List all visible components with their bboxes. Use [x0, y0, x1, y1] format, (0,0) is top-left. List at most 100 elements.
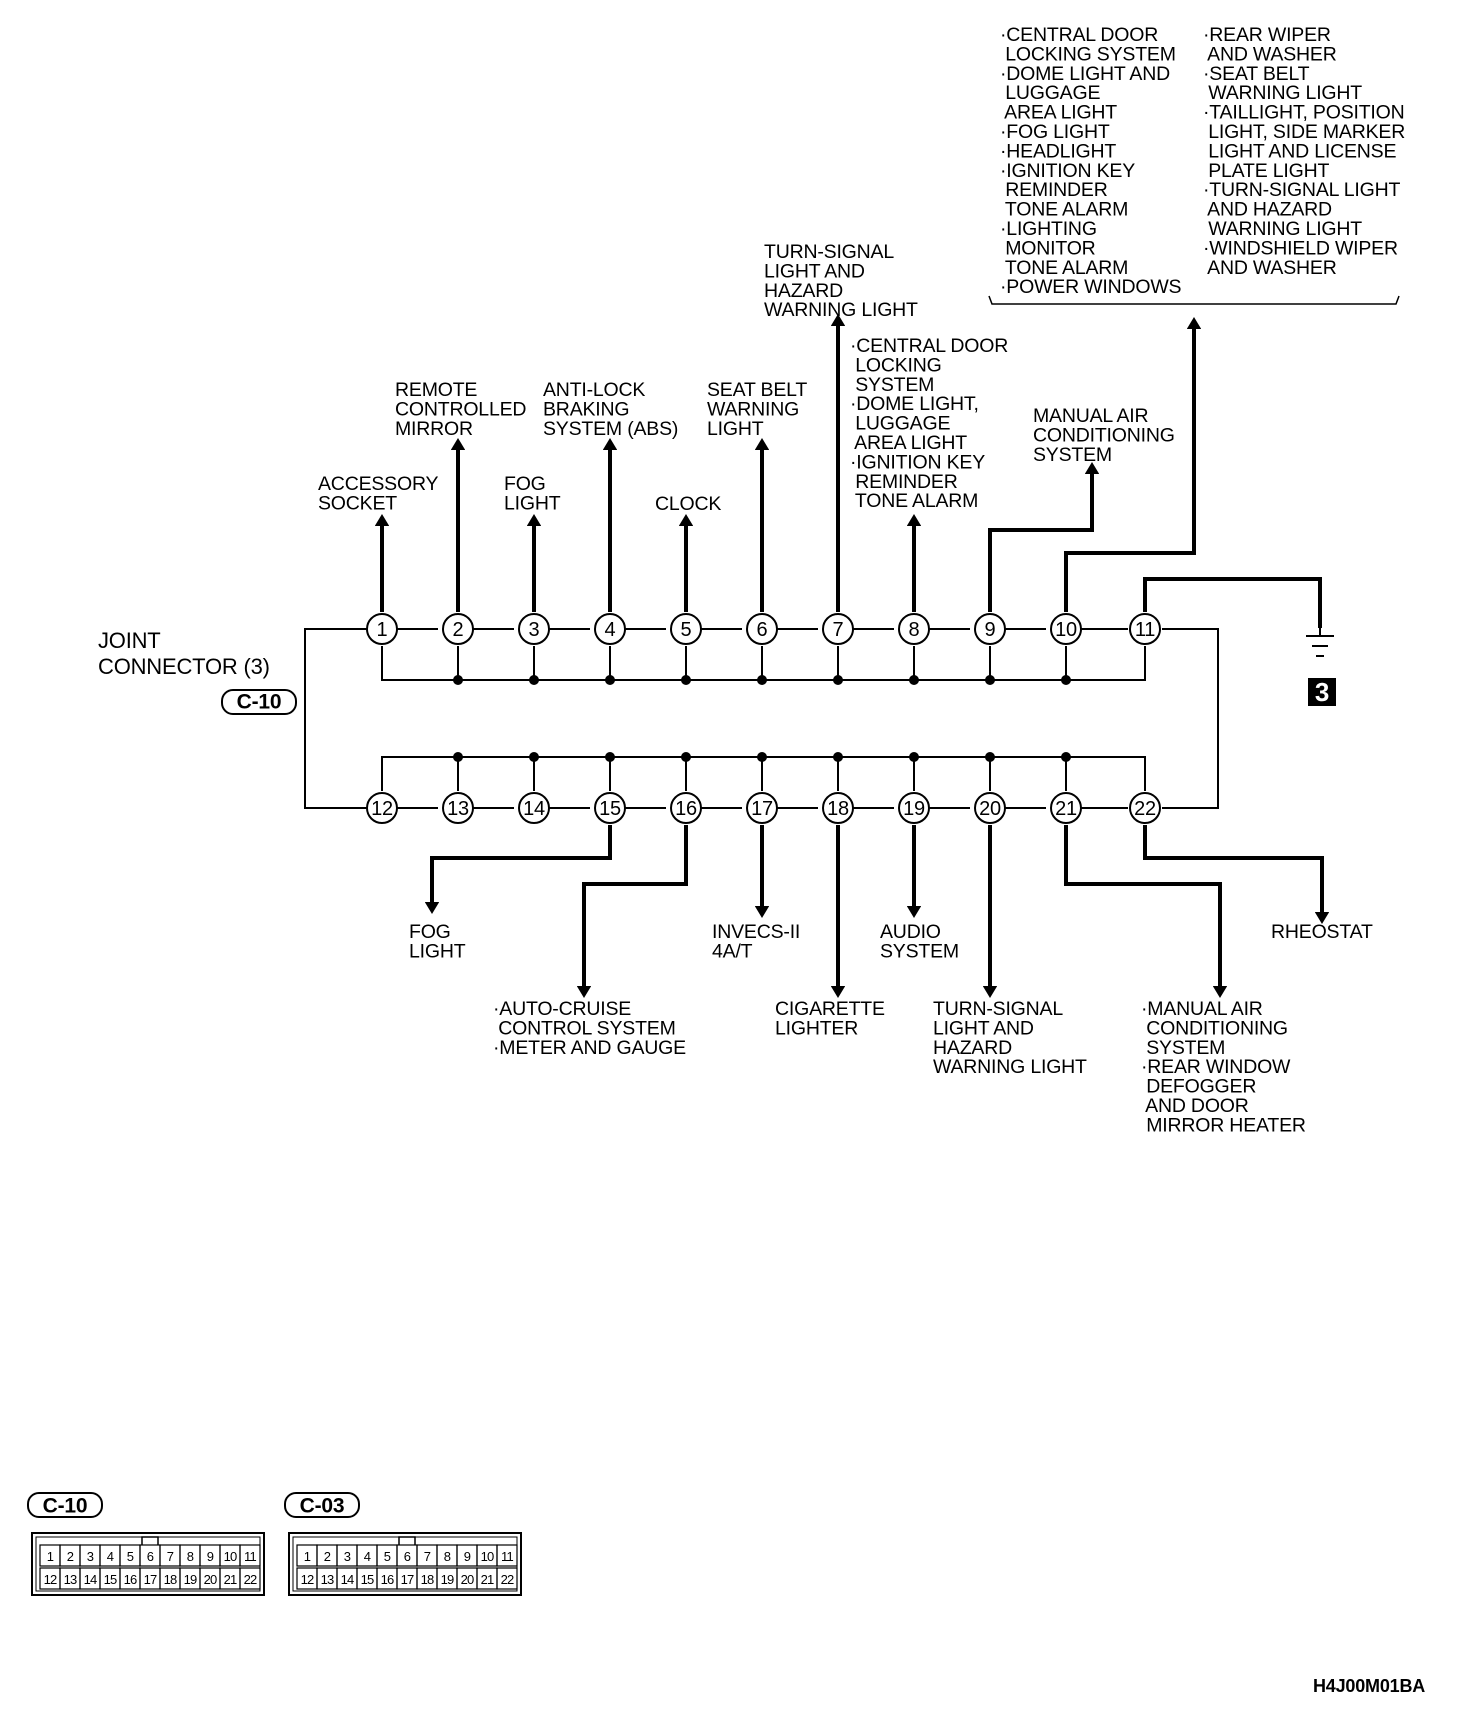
pin-circle — [974, 792, 1006, 824]
label-pin10-col1: ·IGNITION KEY — [1000, 160, 1135, 182]
label-pin9: SYSTEM — [1033, 444, 1112, 466]
pin-number: 10 — [1055, 619, 1077, 641]
label-pin21: MIRROR HEATER — [1141, 1114, 1306, 1136]
pin-number: 22 — [1134, 798, 1156, 820]
label-pin10-col1: ·POWER WINDOWS — [1000, 276, 1182, 298]
connector-view-pin: 8 — [444, 1549, 451, 1564]
connector-view-pin: 6 — [404, 1549, 411, 1564]
wire-pin21 — [1064, 825, 1228, 998]
ground-number-box — [1308, 678, 1336, 706]
connector-code: C-10 — [237, 691, 282, 714]
label-pin2: REMOTE — [395, 379, 477, 401]
wire-pin9 — [988, 462, 1100, 612]
connector-name-line1: JOINT — [98, 628, 161, 653]
pin-number: 13 — [447, 798, 469, 820]
label-pin6: SEAT BELT — [707, 379, 807, 401]
splice-dot — [833, 752, 843, 762]
label-pin10-col2: AND WASHER — [1203, 43, 1337, 65]
connector-view-cell — [496, 1567, 518, 1590]
connector-view-pin: 4 — [364, 1549, 371, 1564]
splice-dot — [1061, 752, 1071, 762]
connector-view-pin: 18 — [421, 1572, 434, 1587]
splice-dot — [985, 675, 995, 685]
connector-view-pin: 5 — [384, 1549, 391, 1564]
connector-view-pin: 20 — [461, 1572, 474, 1587]
pin10-bracket — [988, 295, 1400, 305]
connector-view-pin: 12 — [301, 1572, 314, 1587]
connector-view-code-box — [27, 1492, 103, 1518]
splice-dot — [529, 752, 539, 762]
connector-view-pin: 14 — [341, 1572, 354, 1587]
label-pin9: MANUAL AIR — [1033, 405, 1149, 427]
label-pin21: SYSTEM — [1141, 1037, 1225, 1059]
pin-circle — [594, 792, 626, 824]
wire-pin10 — [1064, 317, 1202, 612]
pin-circle — [670, 792, 702, 824]
connector-view-pin: 13 — [64, 1572, 77, 1587]
label-pin17: INVECS-II — [712, 921, 800, 943]
pin-number: 8 — [909, 619, 920, 641]
connector-view-pin: 17 — [401, 1572, 414, 1587]
connector-view-pin: 9 — [464, 1549, 471, 1564]
label-pin8: REMINDER — [850, 471, 958, 493]
label-pin8: AREA LIGHT — [850, 432, 967, 454]
connector-view-pin: 21 — [481, 1572, 494, 1587]
label-pin10-col2: ·TAILLIGHT, POSITION — [1203, 102, 1405, 124]
label-pin15: LIGHT — [409, 940, 466, 962]
label-pin21: ·MANUAL AIR — [1141, 998, 1263, 1020]
ground-icon — [1306, 628, 1334, 657]
connector-view-pin: 12 — [44, 1572, 57, 1587]
splice-dot — [1061, 675, 1071, 685]
label-pin10-col1: MONITOR — [1000, 237, 1096, 259]
pin-number: 9 — [985, 619, 996, 641]
connector-view-body — [31, 1532, 265, 1596]
label-pin9: CONDITIONING — [1033, 424, 1175, 446]
label-pin20: HAZARD — [933, 1037, 1012, 1059]
figure-id: H4J00M01BA — [1313, 1676, 1425, 1696]
pin-circle — [746, 613, 778, 645]
pin-circle — [1129, 792, 1161, 824]
connector-view-pin: 8 — [187, 1549, 194, 1564]
connector-view-pin: 3 — [87, 1549, 94, 1564]
pin-number: 6 — [757, 619, 768, 641]
label-pin10-col2: ·SEAT BELT — [1203, 63, 1310, 85]
pin-number: 19 — [903, 798, 925, 820]
pin-number: 3 — [529, 619, 540, 641]
label-pin7: LIGHT AND — [764, 260, 865, 282]
label-pin7: HAZARD — [764, 280, 843, 302]
label-pin8: ·DOME LIGHT, — [850, 393, 979, 415]
label-pin1: ACCESSORY — [318, 473, 438, 495]
pin-number: 15 — [599, 798, 621, 820]
label-pin10-col1: ·FOG LIGHT — [1000, 121, 1110, 143]
connector-view-pin: 20 — [204, 1572, 217, 1587]
label-pin10-col1: LUGGAGE — [1000, 82, 1100, 104]
splice-dot — [757, 752, 767, 762]
label-pin2: MIRROR — [395, 418, 473, 440]
label-pin18: CIGARETTE — [775, 998, 885, 1020]
label-pin18: LIGHTER — [775, 1017, 858, 1039]
label-pin20: LIGHT AND — [933, 1017, 1034, 1039]
label-pin10-col2: ·REAR WIPER — [1203, 24, 1331, 46]
label-pin3: LIGHT — [504, 492, 561, 514]
label-pin10-col2: PLATE LIGHT — [1203, 160, 1329, 182]
label-pin19: AUDIO — [880, 921, 941, 943]
pin-number: 21 — [1055, 798, 1077, 820]
splice-dot — [605, 752, 615, 762]
pin-circle — [366, 613, 398, 645]
ground-number: 3 — [1315, 677, 1329, 707]
splice-dots — [453, 675, 1071, 762]
label-pin16: ·AUTO-CRUISE — [493, 998, 631, 1020]
label-pin22: RHEOSTAT — [1271, 921, 1373, 943]
label-pin10-col2: WARNING LIGHT — [1203, 218, 1362, 240]
pin-circle — [594, 613, 626, 645]
connector-view-pin: 22 — [501, 1572, 514, 1587]
label-pin10-col1: ·HEADLIGHT — [1000, 140, 1116, 162]
label-pin1: SOCKET — [318, 492, 397, 514]
connector-view-pin: 15 — [361, 1572, 374, 1587]
connector-view-pin: 11 — [501, 1549, 513, 1564]
splice-dot — [757, 675, 767, 685]
splice-dot — [985, 752, 995, 762]
